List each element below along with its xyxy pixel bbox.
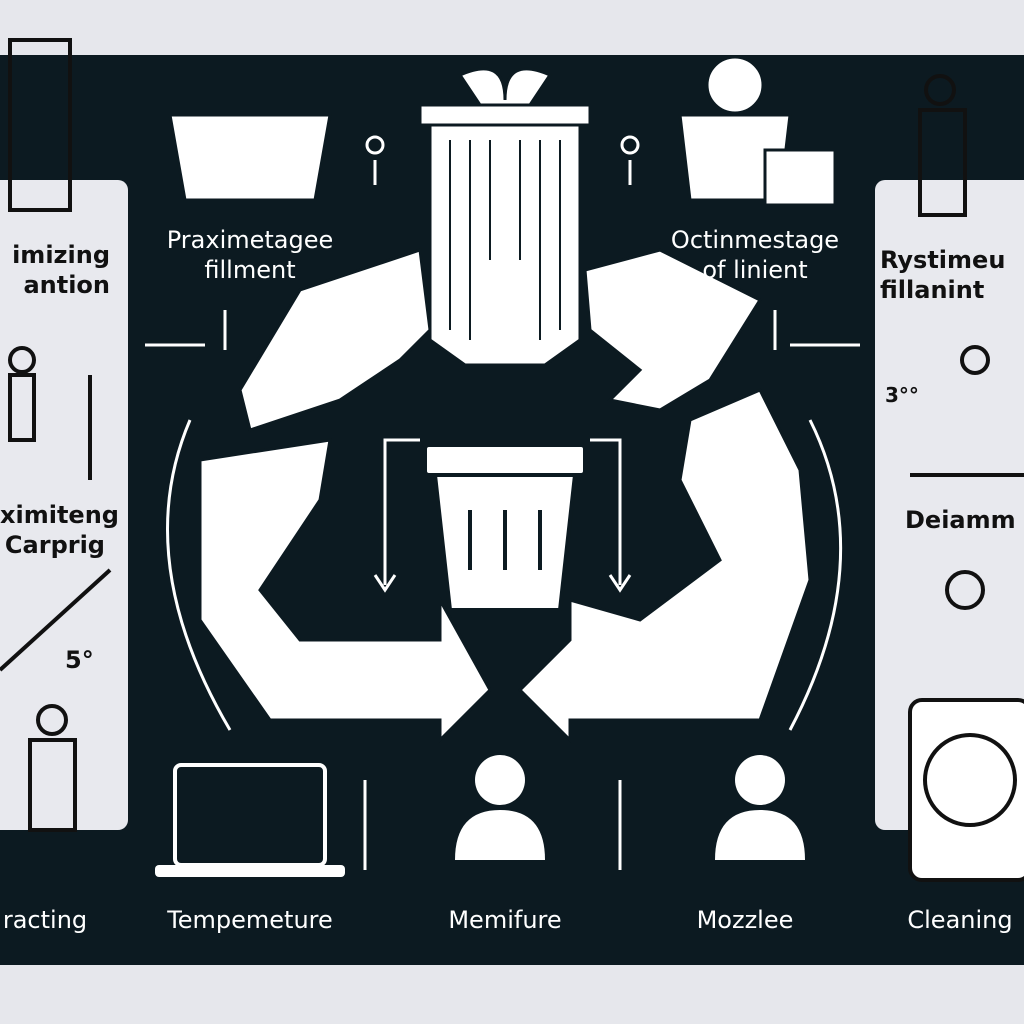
basket-icon xyxy=(763,148,837,207)
recycle-arrow-right-lower xyxy=(517,388,812,744)
bin-icon-left xyxy=(168,113,332,202)
bottom-label-5: Cleaning xyxy=(907,906,1013,934)
trash-can-icon xyxy=(423,443,587,612)
recycle-arrow-left-lower xyxy=(198,438,492,744)
recycle-arrow-right xyxy=(583,248,763,412)
label-right-mid: Deiamm xyxy=(905,506,1016,534)
laptop-icon xyxy=(173,763,327,867)
yarn-ball-icon xyxy=(705,55,765,115)
bottom-label-3: Memifure xyxy=(448,906,562,934)
bottom-label-4: Mozzlee xyxy=(696,906,794,934)
label-right-degree: 3°° xyxy=(885,383,919,407)
label-left-degree: 5° xyxy=(65,646,94,674)
flow-arrows xyxy=(145,135,860,870)
person-icons xyxy=(155,755,805,877)
side-icons xyxy=(0,38,1024,882)
bottom-label-1: racting xyxy=(2,906,88,934)
funnel-icon xyxy=(418,67,592,367)
bottom-label-2: Tempemeture xyxy=(167,906,333,934)
recycle-arrow-left xyxy=(238,247,432,432)
